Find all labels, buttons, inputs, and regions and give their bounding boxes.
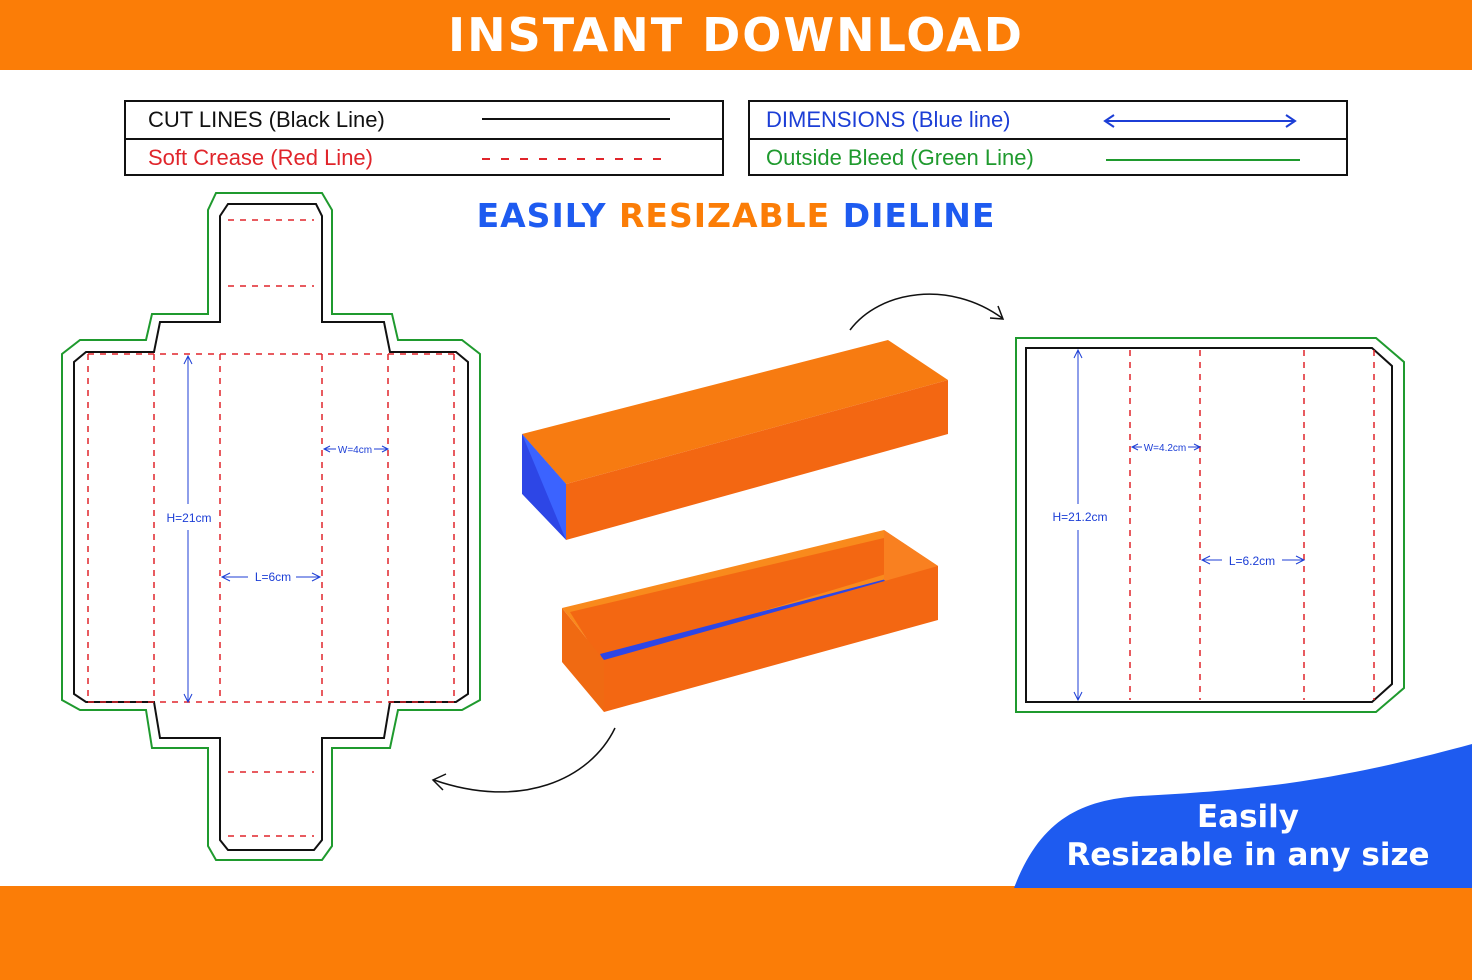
right-crease-lines — [1129, 350, 1375, 700]
left-dimension-lines — [183, 354, 390, 704]
legend-left: CUT LINES (Black Line) Soft Crease (Red … — [124, 100, 724, 176]
right-width-label: W=4.2cm — [1144, 443, 1187, 454]
legend-bleed-label: Outside Bleed (Green Line) — [766, 145, 1034, 170]
curved-arrow-left-icon — [431, 727, 616, 793]
right-cut-outline — [1025, 347, 1393, 703]
left-bleed-outline — [61, 192, 481, 861]
corner-badge-line2: Resizable in any size — [1066, 837, 1430, 873]
banner-title: INSTANT DOWNLOAD — [448, 8, 1024, 62]
heading: EASILY RESIZABLE DIELINE — [0, 196, 1472, 235]
legend-crease-label: Soft Crease (Red Line) — [148, 145, 373, 170]
sleeve-3d — [522, 340, 948, 540]
right-height-label: H=21.2cm — [1052, 510, 1107, 524]
legend-cut-label: CUT LINES (Black Line) — [148, 107, 385, 132]
corner-badge-text: Easily Resizable in any size — [1040, 798, 1456, 874]
cut-line-sample — [482, 118, 670, 120]
legend-row-bleed: Outside Bleed (Green Line) — [750, 138, 1346, 176]
left-crease-lines — [87, 219, 455, 837]
corner-badge-line1: Easily — [1196, 799, 1299, 835]
legend-row-cut: CUT LINES (Black Line) — [126, 102, 722, 138]
right-bleed-outline — [1015, 337, 1405, 713]
right-dimension-lines — [1073, 348, 1306, 702]
legend-right: DIMENSIONS (Blue line) Outside Bleed (Gr… — [748, 100, 1348, 176]
heading-word-resizable: RESIZABLE — [619, 196, 831, 235]
legend-row-dimensions: DIMENSIONS (Blue line) — [750, 102, 1346, 138]
right-length-label: L=6.2cm — [1229, 554, 1275, 568]
tray-3d — [562, 530, 938, 712]
crease-line-sample — [482, 158, 670, 160]
left-height-label: H=21cm — [166, 511, 211, 525]
legend-row-crease: Soft Crease (Red Line) — [126, 138, 722, 176]
curved-arrow-right-icon — [849, 293, 1005, 331]
double-arrow-icon — [1103, 114, 1297, 128]
left-length-label: L=6cm — [255, 570, 291, 584]
left-cut-outline — [73, 203, 469, 851]
bleed-line-sample — [1106, 159, 1300, 161]
bottom-banner — [0, 886, 1472, 980]
legend-dimensions-label: DIMENSIONS (Blue line) — [766, 107, 1011, 132]
heading-word-easily: EASILY — [476, 196, 607, 235]
heading-word-dieline: DIELINE — [842, 196, 996, 235]
left-width-label: W=4cm — [338, 445, 372, 456]
top-banner: INSTANT DOWNLOAD — [0, 0, 1472, 70]
